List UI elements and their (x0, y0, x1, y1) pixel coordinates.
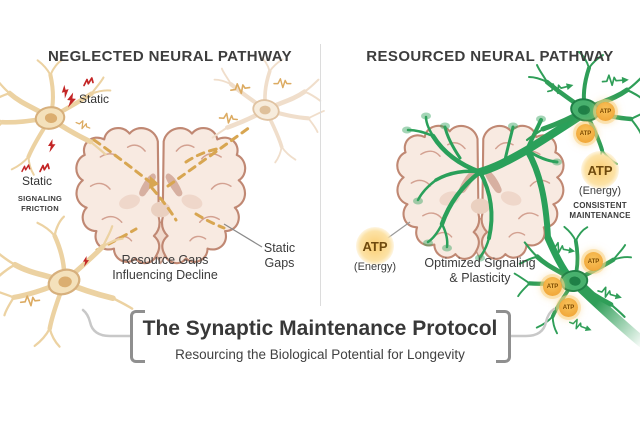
atp-energy-sublabel: (Energy) (578, 185, 622, 197)
atp-badge: ATP (584, 252, 603, 271)
atp-glow-circle: ATP (581, 151, 619, 189)
atp-energy-label-left: ATP (Energy) (340, 227, 410, 273)
panel-divider (320, 44, 321, 306)
right-panel-title: RESOURCED NEURAL PATHWAY (366, 48, 614, 65)
green-synapse-blobs (402, 112, 562, 262)
atp-glow-circle: ATP (356, 227, 394, 265)
left-panel-title: NEGLECTED NEURAL PATHWAY (47, 48, 293, 65)
atp-energy-label-right: ATP (Energy) CONSISTENT MAINTENANCE (565, 151, 635, 221)
footer-subtitle: Resourcing the Biological Potential for … (175, 347, 465, 362)
atp-badge: ATP (543, 277, 562, 296)
static-gaps-pointer-line (223, 223, 263, 248)
signaling-friction-label: SIGNALING FRICTION (17, 194, 63, 213)
atp-energy-sublabel: (Energy) (353, 261, 397, 273)
footer-title: The Synaptic Maintenance Protocol (142, 317, 498, 340)
resource-gaps-caption: Resource Gaps Influencing Decline (112, 253, 218, 282)
atp-badge: ATP (576, 124, 595, 143)
green-pathway-tree (406, 110, 587, 282)
consistent-maintenance-label: CONSISTENT MAINTENANCE (569, 201, 631, 220)
left-bracket (130, 310, 145, 363)
optimized-signaling-caption: Optimized Signaling & Plasticity (424, 256, 536, 285)
right-bracket (496, 310, 511, 363)
static-label-side: Static (22, 174, 53, 188)
static-gaps-label: Static Gaps (263, 241, 296, 270)
bracket-connector-lines (81, 307, 556, 338)
atp-badge: ATP (596, 102, 615, 121)
static-label-top: Static (79, 92, 110, 106)
atp-badge: ATP (559, 298, 578, 317)
pathway-arrowhead (149, 176, 159, 189)
dashed-pathway-lines (92, 125, 252, 252)
